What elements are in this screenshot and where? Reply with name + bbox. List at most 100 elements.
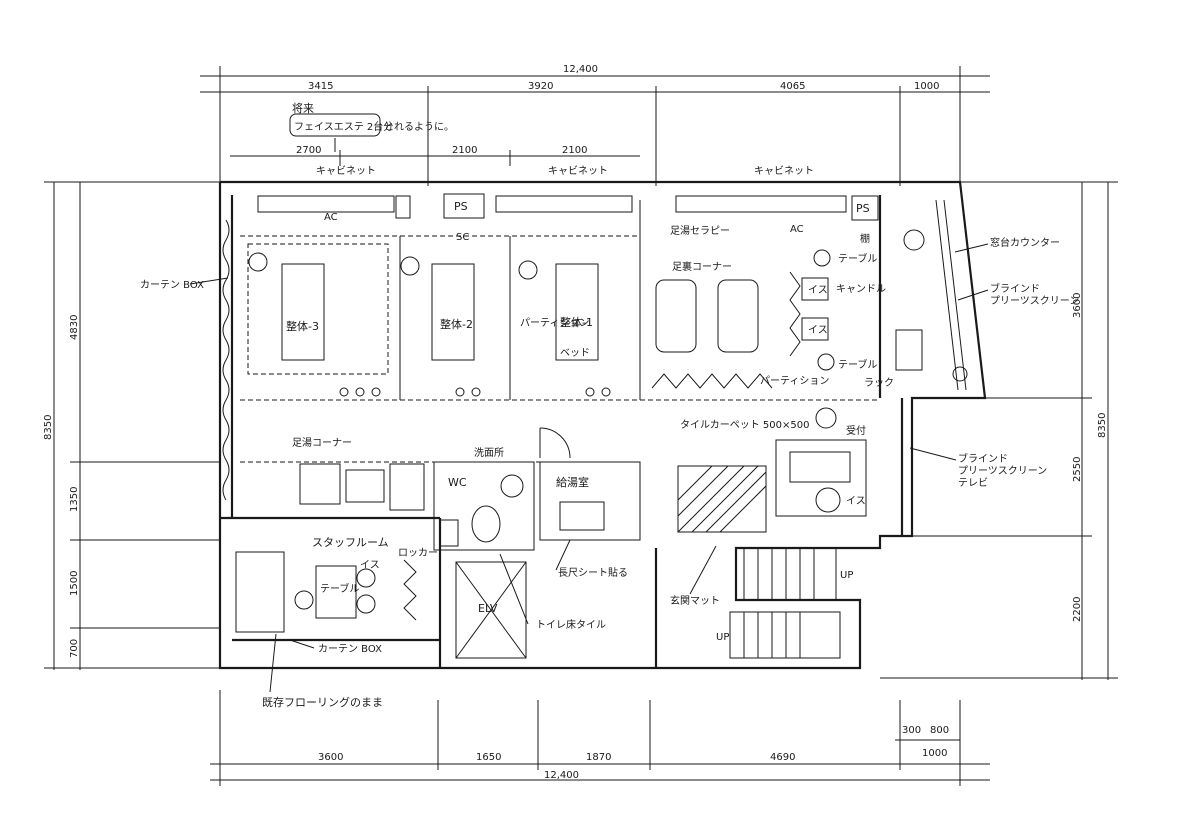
right-dimensions: 3600 2550 2200 8350 (880, 181, 1118, 680)
foot-bath-chair-1 (299, 463, 341, 505)
label-chair-2: イス (808, 325, 828, 336)
elevator-shaft (455, 561, 527, 659)
bed-1 (555, 263, 599, 361)
note-line2: フェイスエステ 2台分 (294, 120, 393, 133)
dim-sub-3: 2100 (562, 145, 587, 156)
note-line3: とれるように。 (384, 121, 454, 133)
dim-top-4: 1000 (914, 81, 939, 92)
treatment-rooms: 整体-3 整体-2 整体-1 パーティション ベッド カーテン BOX (140, 200, 880, 501)
foot-bath: 足湯コーナー (292, 436, 425, 511)
label-sheet-note: 長尺シート貼る (558, 566, 628, 579)
kitchen-room (539, 461, 641, 541)
reception-counter (775, 439, 867, 517)
ps-box-2 (851, 195, 879, 221)
dim-top-3: 4065 (780, 81, 805, 92)
label-cabinet-3: キャビネット (754, 165, 814, 177)
label-cabinet-2: キャビネット (548, 165, 608, 177)
wash-basin (500, 474, 524, 498)
label-chair-reception: イス (846, 496, 866, 507)
bottom-dimensions: 3600 1650 1870 4690 1000 300 800 12,400 (210, 690, 990, 786)
foot-area: 足湯セラピー 足裏コーナー イス イス テーブル テーブル パーティション キャ… (651, 224, 886, 389)
label-rack: ラック (864, 377, 894, 389)
wet-area: WC 洗面所 給湯室 トイレ床タイル 長尺シート貼る 玄関マット (433, 447, 720, 631)
label-elv: ELV (478, 602, 498, 615)
foot-chair-2 (717, 279, 759, 353)
label-seitai-2: 整体-2 (440, 317, 473, 331)
label-tile-note: トイレ床タイル (536, 618, 606, 631)
left-dimensions: 8350 4830 1350 1500 700 (43, 181, 220, 670)
dim-bottom-5: 1000 (922, 748, 947, 759)
label-ps-1: PS (454, 200, 468, 213)
outer-walls (218, 180, 987, 670)
label-staff-chair: イス (360, 560, 380, 571)
sink (559, 501, 605, 531)
stair-lower (729, 611, 841, 659)
cabinet-band: キャビネット キャビネット キャビネット PS PS AC AC SC 棚 (257, 165, 879, 245)
label-up-2: UP (716, 632, 729, 643)
dim-right-2: 2550 (1072, 457, 1083, 482)
label-seitai-3: 整体-3 (286, 319, 319, 333)
label-curtain-left: カーテン BOX (140, 279, 204, 291)
label-seitai-1: 整体-1 (560, 315, 593, 329)
bed-2 (431, 263, 475, 361)
dim-bottom-4: 4690 (770, 752, 795, 763)
dim-bottom-2: 1650 (476, 752, 501, 763)
label-blind-2: ブラインドプリーツスクリーンテレビ (958, 452, 1047, 489)
sun-icon (903, 229, 925, 251)
dim-top-1: 3415 (308, 81, 333, 92)
label-up-1: UP (840, 570, 853, 581)
dim-right-3: 2200 (1072, 597, 1083, 622)
staff-room: スタッフルーム テーブル イス ロッカー カーテン BOX 既存フローリングのま… (235, 536, 438, 709)
label-shelf: 棚 (860, 232, 870, 245)
dim-right-total: 8350 (1097, 413, 1108, 438)
future-note: 将来 フェイスエステ 2台分 とれるように。 (289, 102, 454, 152)
label-bed: ベッド (560, 347, 590, 359)
label-foot-room: 足湯セラピー (670, 224, 730, 237)
window-strip: 窓台カウンター ブラインドプリーツスクリーン ブラインドプリーツスクリーンテレビ… (864, 199, 1079, 489)
label-reception: 受付 (846, 424, 866, 437)
bed-3 (281, 263, 325, 361)
dim-sub-2: 2100 (452, 145, 477, 156)
reception-chair (815, 487, 841, 513)
dim-left-1: 4830 (69, 315, 80, 340)
label-ac-1: AC (324, 212, 338, 223)
dim-bottom-small-2: 800 (930, 725, 949, 736)
label-kitchen: 給湯室 (556, 475, 589, 489)
door-swing-1 (539, 427, 571, 459)
label-ac-2: AC (790, 224, 804, 235)
dim-left-3: 1500 (69, 571, 80, 596)
dim-sub-1: 2700 (296, 145, 321, 156)
chair-box-1 (801, 277, 829, 301)
dim-bottom-3: 1870 (586, 752, 611, 763)
dim-bottom-1: 3600 (318, 752, 343, 763)
elevator: ELV (455, 561, 527, 659)
dim-left-2: 1350 (69, 487, 80, 512)
label-curtain-bottom: カーテン BOX (318, 643, 382, 655)
ps-box-1 (443, 193, 485, 219)
staff-table (315, 565, 357, 619)
dim-right-1: 3600 (1072, 293, 1083, 318)
dim-overall-top: 12,400 (563, 64, 598, 75)
label-foot-corner: 足裏コーナー (672, 260, 732, 273)
label-carpet: タイルカーペット 500×500 (680, 419, 809, 431)
label-wc: WC (448, 476, 467, 489)
label-chair-1: イス (808, 285, 828, 296)
label-table-1: テーブル (838, 252, 877, 265)
label-ps-2: PS (856, 202, 870, 215)
reception: 受付 イス (677, 407, 867, 533)
entrance-hatched (677, 465, 767, 533)
window-cabinet (895, 329, 923, 371)
label-staff-table: テーブル (320, 582, 359, 595)
label-partition-1: パーティション (520, 317, 589, 329)
foot-bath-chair-2 (345, 469, 385, 503)
stairs: UP UP (716, 547, 853, 659)
toilet (471, 505, 501, 543)
wc-room (433, 461, 535, 551)
label-candle: キャンドル (836, 284, 886, 295)
label-partition-2: パーティション (760, 375, 829, 387)
staff-cabinet (235, 551, 285, 633)
label-existing-floor: 既存フローリングのまま (262, 695, 383, 709)
label-locker: ロッカー (398, 547, 438, 559)
note-line1: 将来 (292, 102, 314, 115)
